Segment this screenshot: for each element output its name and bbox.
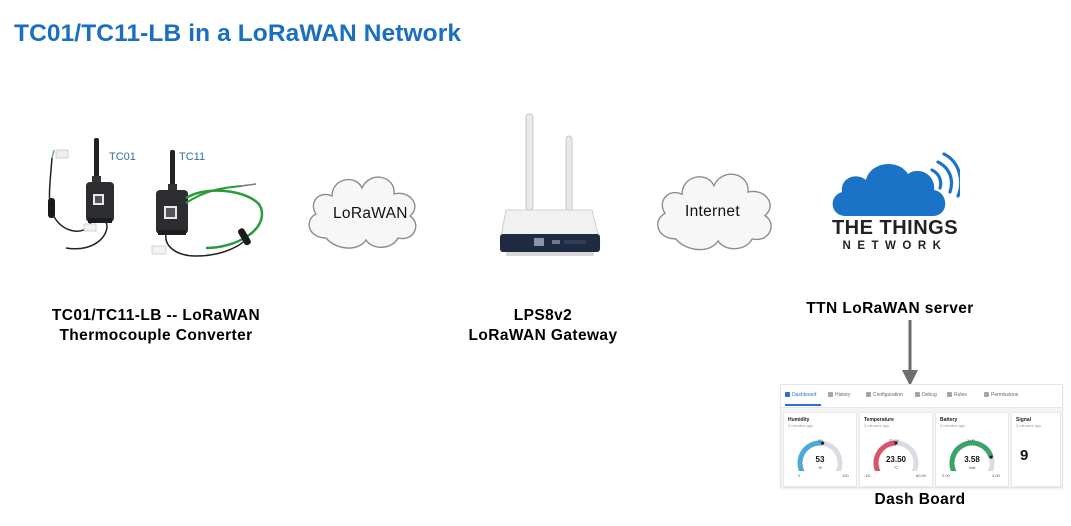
tab-permissions[interactable]: Permissions [984, 392, 1018, 398]
signal-value: 9 [1020, 447, 1029, 464]
card-timestamp: 3 minutes ago [788, 423, 814, 428]
battery-card[interactable]: Battery 3 minutes ago 3.00 3.58 Volt 2.0… [935, 412, 1009, 487]
humidity-gauge [797, 440, 843, 471]
card-title: Humidity [788, 417, 810, 423]
tc01-tc11-devices-image [48, 138, 264, 257]
arrow-down-icon [902, 320, 918, 386]
users-icon [984, 392, 989, 397]
card-timestamp: 3 minutes ago [1016, 423, 1042, 428]
gateway-caption-line2: LoRaWAN Gateway [468, 327, 618, 344]
dashboard-icon [785, 392, 790, 397]
dashboard-screenshot: Dashboard History Configuration Debug Ru… [780, 384, 1063, 488]
tab-history[interactable]: History [828, 392, 851, 398]
gateway-caption-line1: LPS8v2 [513, 307, 573, 324]
gauge-mid-label: 3.00 [967, 438, 975, 443]
battery-gauge [949, 440, 995, 471]
active-tab-indicator [785, 404, 821, 406]
tc11-device [151, 150, 264, 257]
tc11-label: TC11 [179, 151, 206, 163]
converter-caption-line2: Thermocouple Converter [59, 327, 253, 344]
temperature-gauge [873, 440, 919, 471]
ttn-logo-line2: NETWORK [842, 240, 948, 252]
server-caption: TTN LoRaWAN server [806, 300, 974, 317]
tc01-device [48, 138, 114, 250]
card-title: Battery [940, 417, 958, 423]
debug-icon [915, 392, 920, 397]
tab-configuration[interactable]: Configuration [866, 392, 903, 398]
gauge-min-label: -15... [864, 473, 874, 478]
lps8v2-gateway-image [499, 113, 601, 256]
diagram-title: TC01/TC11-LB in a LoRaWAN Network [14, 20, 462, 47]
lorawan-cloud-icon [308, 176, 417, 249]
gauge-min-label: 0 [798, 473, 801, 478]
internet-cloud-label: Internet [685, 203, 740, 220]
battery-value: 3.58 [964, 455, 980, 464]
temperature-card[interactable]: Temperature 3 minutes ago 23.00 23.50 °C… [859, 412, 933, 487]
gauge-fill [949, 440, 994, 471]
ttn-logo-line1: THE THINGS [831, 217, 959, 239]
lorawan-cloud-label: LoRaWAN [333, 205, 408, 222]
cloud-signal-icon [832, 152, 960, 216]
battery-unit: Volt [968, 465, 976, 470]
card-title: Signal [1016, 417, 1032, 423]
rules-icon [947, 392, 952, 397]
tab-debug[interactable]: Debug [915, 392, 937, 398]
humidity-unit: % [818, 465, 822, 470]
humidity-card[interactable]: Humidity 3 minutes ago 50 53 % 0 100 [783, 412, 857, 487]
converter-caption: TC01/TC11-LB -- LoRaWAN Thermocouple Con… [24, 306, 288, 346]
gateway-caption: LPS8v2 LoRaWAN Gateway [430, 306, 656, 346]
gauge-fill [873, 440, 897, 471]
card-title: Temperature [864, 417, 894, 423]
converter-caption-line1: TC01/TC11-LB -- LoRaWAN [51, 307, 261, 324]
gauge-min-label: 2.00 [942, 473, 950, 478]
tab-rules[interactable]: Rules [947, 392, 967, 398]
tc01-label: TC01 [109, 151, 136, 163]
temperature-unit: °C [893, 465, 899, 470]
gauge-fill [797, 440, 823, 471]
gauge-max-label: 4.00 [992, 473, 1000, 478]
dashboard-tabbar: Dashboard History Configuration Debug Ru… [781, 385, 1062, 408]
signal-card[interactable]: Signal 3 minutes ago 9 [1011, 412, 1061, 487]
gauge-max-label: 60.00 [916, 473, 927, 478]
tab-dashboard[interactable]: Dashboard [785, 392, 816, 398]
gauge-mid-label: 23.00 [889, 438, 900, 443]
gauge-mid-label: 50 [818, 438, 823, 443]
dashboard-caption: Dash Board [874, 491, 966, 508]
temperature-value: 23.50 [885, 455, 907, 464]
history-icon [828, 392, 833, 397]
gauge-marker [989, 455, 993, 459]
gauge-max-label: 100 [842, 473, 849, 478]
gear-icon [866, 392, 871, 397]
card-timestamp: 3 minutes ago [940, 423, 966, 428]
humidity-value: 53 [815, 455, 825, 464]
gauge-marker [821, 441, 825, 445]
internet-cloud-icon [657, 173, 772, 251]
card-timestamp: 3 minutes ago [864, 423, 890, 428]
gauge-marker [894, 441, 898, 445]
